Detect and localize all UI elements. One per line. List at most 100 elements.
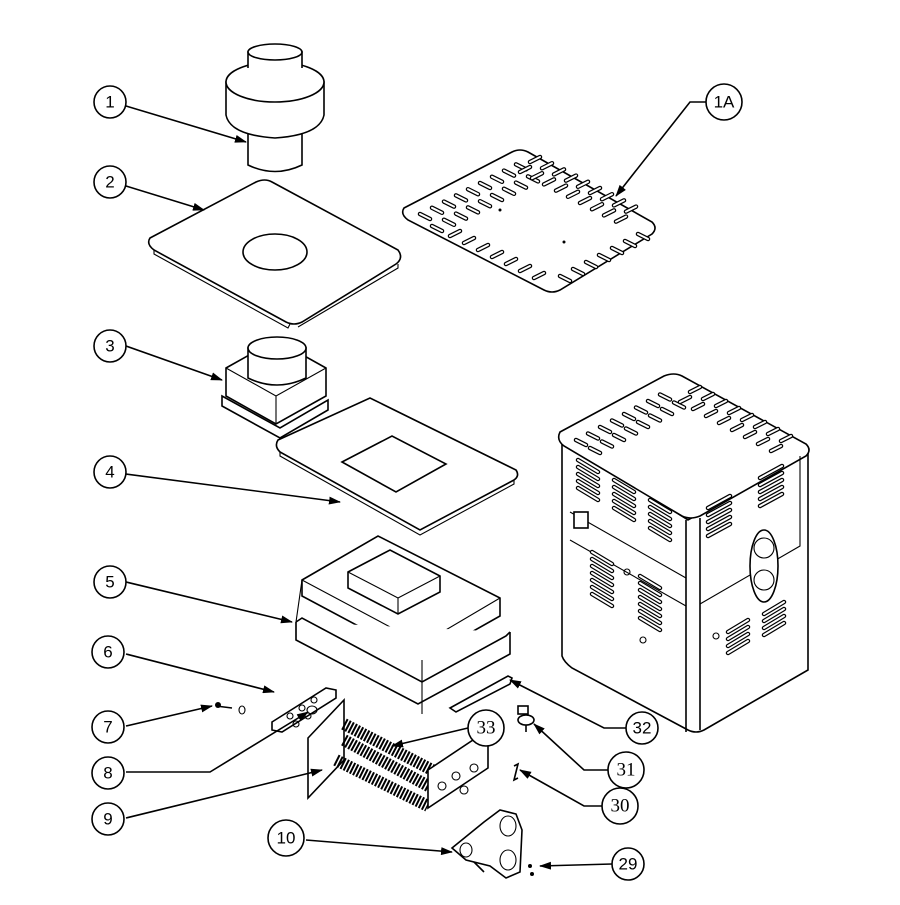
grille-slot-inner: [613, 199, 625, 207]
heater-slot-inner: [757, 438, 769, 445]
callout-1a: 1A: [705, 83, 743, 121]
grille-slot-inner: [531, 172, 543, 180]
grille-slot-inner: [515, 181, 527, 189]
grille-slot-inner: [589, 187, 601, 194]
louver-inner: [591, 565, 613, 579]
heater-slot-inner: [659, 393, 671, 401]
grille-slot-inner: [467, 206, 479, 214]
grille-slot-inner: [559, 275, 571, 282]
grille-slot-inner: [591, 203, 603, 211]
grille-slot-inner: [541, 162, 553, 170]
louver-inner: [759, 472, 783, 486]
heater-slot-inner: [649, 414, 661, 422]
grille-slot-inner: [577, 180, 589, 188]
grille-slot-inner: [449, 230, 461, 237]
svg-text:30: 30: [611, 796, 630, 817]
grille-slot-inner: [455, 194, 467, 202]
heater-slot-inner: [744, 431, 756, 438]
grille-slot-inner: [533, 272, 545, 279]
burner-tube: [341, 734, 435, 794]
part-6-plate: [271, 687, 337, 733]
louver-inner: [639, 603, 661, 617]
grille-slot-inner: [519, 166, 531, 173]
svg-text:4: 4: [105, 463, 114, 482]
grille-slot-inner: [503, 187, 515, 195]
heater-slot-inner: [661, 408, 673, 415]
svg-text:33: 33: [477, 718, 496, 739]
part-9-burner-assembly: [307, 697, 489, 812]
callout-30: 30: [601, 787, 639, 825]
louver-inner: [707, 516, 731, 530]
heater-slot-inner: [575, 439, 587, 446]
louver-inner: [639, 610, 661, 624]
heater-slot-inner: [589, 447, 601, 454]
callout-10: 10: [267, 819, 305, 857]
louver-inner: [707, 523, 731, 537]
louver-inner: [639, 617, 661, 631]
part-30-clip: [512, 762, 520, 782]
louver-inner: [649, 520, 671, 534]
callout-1: 1: [93, 85, 127, 119]
heater-slot-inner: [613, 434, 625, 441]
svg-text:5: 5: [105, 573, 114, 592]
grille-slot-inner: [491, 251, 503, 258]
heater-slot-inner: [673, 401, 685, 409]
heater-slot-inner: [754, 421, 766, 428]
louver-inner: [649, 527, 671, 541]
svg-text:10: 10: [277, 829, 296, 848]
callout-2: 2: [93, 165, 127, 199]
heater-slot-inner: [728, 407, 740, 414]
svg-text:1A: 1A: [714, 93, 735, 112]
heater-slot-inner: [635, 406, 647, 414]
grille-slot-inner: [463, 237, 475, 244]
louver-inner: [639, 589, 661, 603]
grille-slot-inner: [491, 175, 503, 183]
grille-slot-inner: [431, 225, 443, 232]
louver-inner: [613, 486, 635, 500]
burner-tube: [333, 754, 431, 812]
grille-slot-inner: [572, 268, 584, 275]
grille-slot-inner: [565, 174, 577, 182]
svg-text:7: 7: [103, 718, 112, 737]
heater-slot-inner: [689, 386, 701, 393]
grille-slot-inner: [467, 188, 479, 196]
svg-text:31: 31: [617, 760, 636, 781]
louver-inner: [649, 513, 671, 527]
grille-slot-inner: [579, 197, 591, 204]
heater-slot-inner: [623, 413, 635, 420]
heater-slot-inner: [705, 410, 717, 417]
louver-inner: [577, 473, 599, 487]
louver-inner: [763, 608, 785, 622]
louver-inner: [591, 586, 613, 600]
part-31-valve: [517, 705, 535, 732]
louver-inner: [707, 502, 731, 516]
grille-slot-inner: [624, 240, 636, 247]
part-8-gasket: [306, 705, 318, 715]
louver-inner: [727, 626, 749, 640]
heater-slot-inner: [601, 440, 613, 448]
grille-slot-inner: [443, 218, 455, 226]
grille-slot-inner: [479, 200, 491, 208]
louver-inner: [591, 558, 613, 572]
louver-inner: [613, 493, 635, 507]
heater-slot-inner: [767, 428, 779, 435]
grille-slot-inner: [603, 209, 615, 217]
grille-slot-inner: [519, 265, 531, 272]
louver-inner: [591, 579, 613, 593]
svg-text:29: 29: [619, 855, 638, 874]
louver-inner: [577, 459, 599, 473]
grille-slot-inner: [529, 156, 541, 163]
callout-3: 3: [93, 329, 127, 363]
louver-inner: [759, 493, 783, 507]
part-1-vent-cap: [225, 43, 325, 173]
heater-assembled-view: [557, 373, 810, 733]
louver-inner: [759, 486, 783, 500]
grille-slot-inner: [611, 247, 623, 254]
callout-31: 31: [607, 751, 645, 789]
svg-text:1: 1: [105, 93, 114, 112]
svg-text:32: 32: [633, 719, 652, 738]
heater-slot-inner: [692, 403, 704, 410]
louver-inner: [649, 506, 671, 520]
louver-inner: [639, 596, 661, 610]
callout-6: 6: [91, 635, 125, 669]
